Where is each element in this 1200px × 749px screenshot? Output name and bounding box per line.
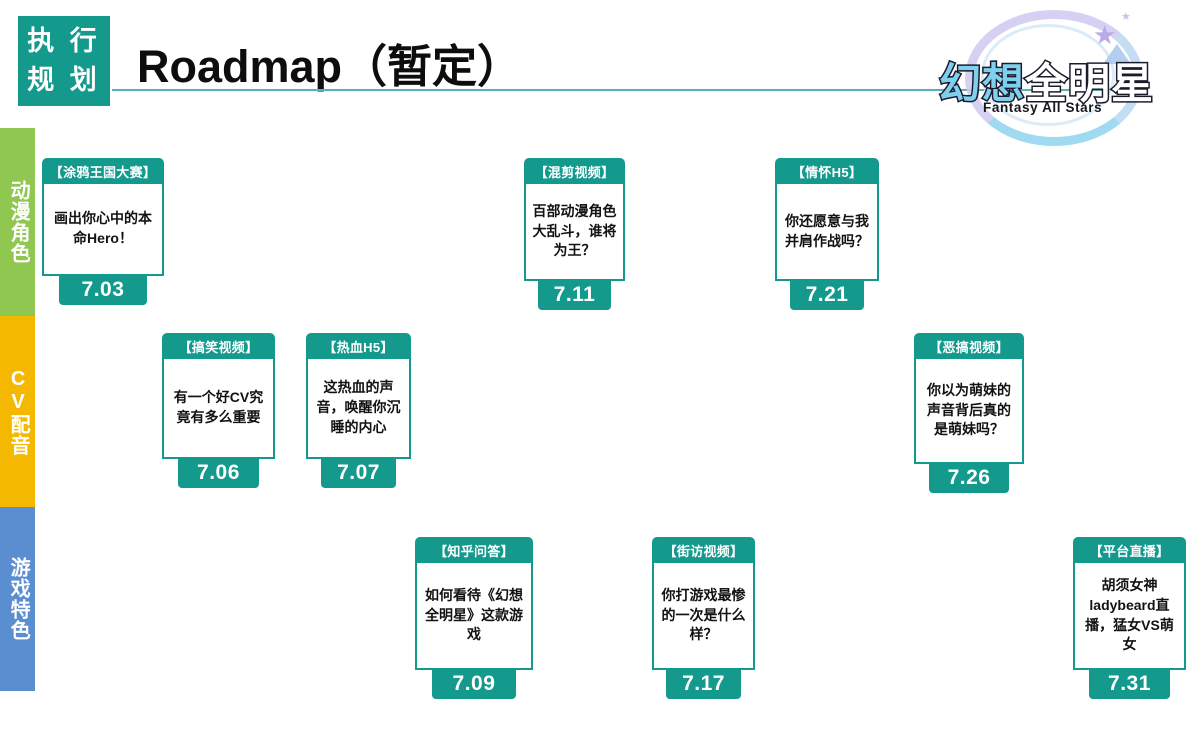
section-badge: 执 行 规 划	[18, 16, 110, 106]
card-body-text: 你以为萌妹的声音背后真的是萌妹吗？	[914, 359, 1024, 464]
category-rail-0: 动漫角色	[0, 128, 35, 316]
card-date-badge: 7.26	[929, 464, 1009, 493]
card-title: 【情怀H5】	[775, 158, 879, 184]
card-title: 【街访视频】	[652, 537, 755, 563]
card-body-text: 你还愿意与我并肩作战吗？	[775, 184, 879, 281]
card-date-badge: 7.09	[431, 670, 517, 699]
card-body-text: 百部动漫角色大乱斗，谁将为王？	[524, 184, 625, 281]
category-rail-label: CV配音	[7, 367, 30, 456]
card-title: 【知乎问答】	[415, 537, 533, 563]
logo-star-icon: ★	[1093, 20, 1117, 50]
card-date-badge: 7.03	[59, 276, 147, 305]
category-rail-1: CV配音	[0, 316, 35, 507]
section-badge-line-1: 执 行	[27, 25, 101, 56]
card-body-text: 你打游戏最惨的一次是什么样？	[652, 563, 755, 670]
category-rail-label: 动漫角色	[7, 180, 30, 264]
card-body-text: 画出你心中的本命Hero！	[42, 184, 164, 276]
logo-subtitle-en: Fantasy All Stars	[983, 100, 1103, 115]
card-body-text: 胡须女神ladybeard直播，猛女VS萌女	[1073, 563, 1186, 670]
logo-title-cn: 幻想全明星	[937, 50, 1155, 111]
category-rail-label: 游戏特色	[7, 557, 30, 641]
card-body-text: 如何看待《幻想全明星》这款游戏	[415, 563, 533, 670]
logo-star-small-icon: ★	[1121, 11, 1131, 23]
logo-title-cn-part1: 幻想	[937, 59, 1026, 109]
brand-logo: ★ ★ 幻想全明星 Fantasy All Stars	[925, 4, 1190, 146]
logo-title-cn-part2: 全明星	[1024, 59, 1155, 109]
card-title: 【平台直播】	[1073, 537, 1186, 563]
card-date-badge: 7.07	[320, 459, 397, 488]
card-date-badge: 7.17	[666, 670, 741, 699]
card-date-badge: 7.21	[789, 281, 865, 310]
card-title: 【搞笑视频】	[162, 333, 275, 359]
card-title: 【热血H5】	[306, 333, 411, 359]
card-title: 【恶搞视频】	[914, 333, 1024, 359]
card-date-badge: 7.31	[1088, 670, 1171, 699]
category-rail-2: 游戏特色	[0, 507, 35, 691]
section-badge-line-2: 规 划	[27, 65, 101, 95]
card-body-text: 有一个好CV究竟有多么重要	[162, 359, 275, 459]
roadmap-card[interactable]: 【涂鸦王国大赛】画出你心中的本命Hero！7.03	[42, 158, 164, 305]
title-divider	[112, 89, 1122, 91]
roadmap-card[interactable]: 【情怀H5】你还愿意与我并肩作战吗？7.21	[775, 158, 879, 310]
logo-ring-outer-icon	[965, 10, 1143, 146]
card-body-text: 这热血的声音，唤醒你沉睡的内心	[306, 359, 411, 459]
card-date-badge: 7.06	[177, 459, 260, 488]
card-date-badge: 7.11	[538, 281, 611, 310]
roadmap-card[interactable]: 【街访视频】你打游戏最惨的一次是什么样？7.17	[652, 537, 755, 699]
card-title: 【混剪视频】	[524, 158, 625, 184]
roadmap-card[interactable]: 【混剪视频】百部动漫角色大乱斗，谁将为王？7.11	[524, 158, 625, 310]
roadmap-card[interactable]: 【恶搞视频】你以为萌妹的声音背后真的是萌妹吗？7.26	[914, 333, 1024, 493]
page-title: Roadmap（暂定）	[137, 41, 523, 92]
logo-ring-inner-icon	[981, 24, 1115, 126]
logo-triangle-icon	[1103, 44, 1131, 64]
card-title: 【涂鸦王国大赛】	[42, 158, 164, 184]
